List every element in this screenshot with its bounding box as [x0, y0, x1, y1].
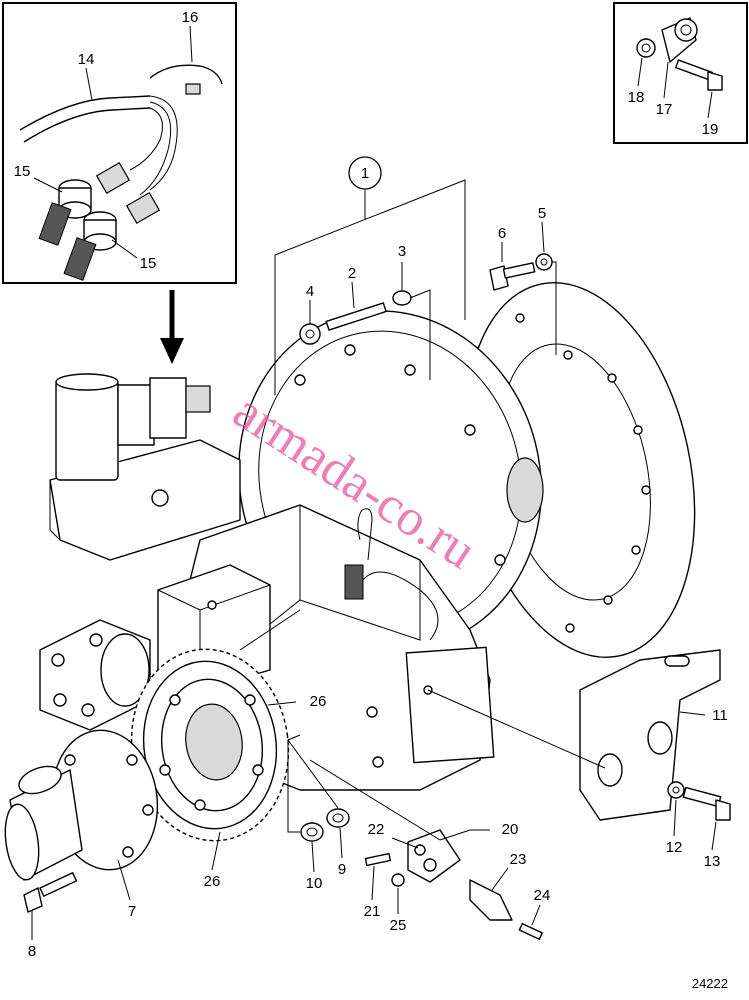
callout-23: 23 [510, 851, 527, 868]
cable-bundle-lower [23, 107, 151, 143]
callout-24: 24 [534, 887, 551, 904]
temperature-sensor [344, 508, 439, 641]
leader-lines [31, 179, 717, 940]
inset-bracket-fixing [613, 2, 748, 144]
solenoid-b [149, 377, 187, 439]
callout-1: 1 [361, 165, 369, 182]
callout-20: 20 [502, 821, 519, 838]
callout-22: 22 [368, 821, 385, 838]
washer-22 [414, 844, 426, 856]
sensor-bracket [407, 829, 461, 883]
callout-15-lower: 15 [140, 255, 157, 272]
callout-26-upper: 26 [310, 693, 327, 710]
callout-13: 13 [704, 853, 721, 870]
drawing-number: 24222 [692, 976, 728, 991]
callout-21: 21 [364, 903, 381, 920]
solenoid-valve-block [49, 373, 241, 561]
screw-24 [518, 922, 543, 940]
inset-wiring-harness [2, 2, 237, 284]
callout-19: 19 [702, 121, 719, 138]
callout-6: 6 [498, 225, 506, 242]
callout-16: 16 [182, 9, 199, 26]
callout-14: 14 [78, 51, 95, 68]
callout-26-lower: 26 [204, 873, 221, 890]
cable-tie-head [185, 83, 201, 95]
connector-a [95, 162, 131, 194]
callout-2: 2 [348, 265, 356, 282]
callout-18: 18 [628, 89, 645, 106]
nut-9 [326, 808, 350, 828]
washer-10 [300, 822, 324, 842]
spacer [392, 290, 412, 306]
callout-numbers: 1 2 3 4 5 6 7 8 9 10 11 12 13 14 15 15 1… [14, 9, 728, 960]
bracket-bolt [682, 786, 731, 821]
callout-8: 8 [28, 943, 36, 960]
callout-3: 3 [398, 243, 406, 260]
cable-bundle [19, 95, 151, 131]
stud [325, 302, 387, 331]
cable-tie [149, 64, 223, 85]
solenoid-a [117, 384, 155, 446]
engine-mount-bracket [579, 649, 721, 821]
screw-21 [364, 852, 392, 867]
pressure-sensor-upper [38, 179, 92, 246]
output-flange [159, 678, 264, 812]
bolt-6 [489, 262, 536, 291]
pointer-arrow [160, 290, 184, 364]
group-callout-circle [348, 156, 382, 190]
connector-b [125, 192, 161, 224]
callout-17: 17 [656, 101, 673, 118]
cable-branch-b [129, 107, 163, 171]
speed-sensor [469, 879, 513, 921]
callout-25: 25 [390, 917, 407, 934]
pressure-sensor-lower [63, 211, 117, 281]
inset-frame-left [2, 2, 237, 284]
callout-12: 12 [666, 839, 683, 856]
flange-bolt [23, 872, 78, 913]
callout-4: 4 [306, 283, 314, 300]
speed-sensor-group [364, 829, 543, 940]
washer-25 [391, 873, 405, 887]
valve-connector [185, 385, 211, 413]
solenoid-coil [55, 379, 119, 481]
washer-5 [535, 253, 553, 271]
callout-10: 10 [306, 875, 323, 892]
callout-9: 9 [338, 861, 346, 878]
callout-11: 11 [712, 707, 728, 724]
housing-side-cover [405, 646, 495, 764]
nut [636, 38, 656, 58]
callout-5: 5 [538, 205, 546, 222]
washer-12 [667, 781, 685, 799]
cable-branch-c [139, 101, 172, 196]
cable-branch-a [149, 95, 178, 191]
hydraulic-pump [39, 619, 151, 731]
shaft-coupling [4, 729, 159, 881]
nut-4 [299, 323, 321, 345]
callout-7: 7 [128, 903, 136, 920]
callout-15-upper: 15 [14, 163, 31, 180]
